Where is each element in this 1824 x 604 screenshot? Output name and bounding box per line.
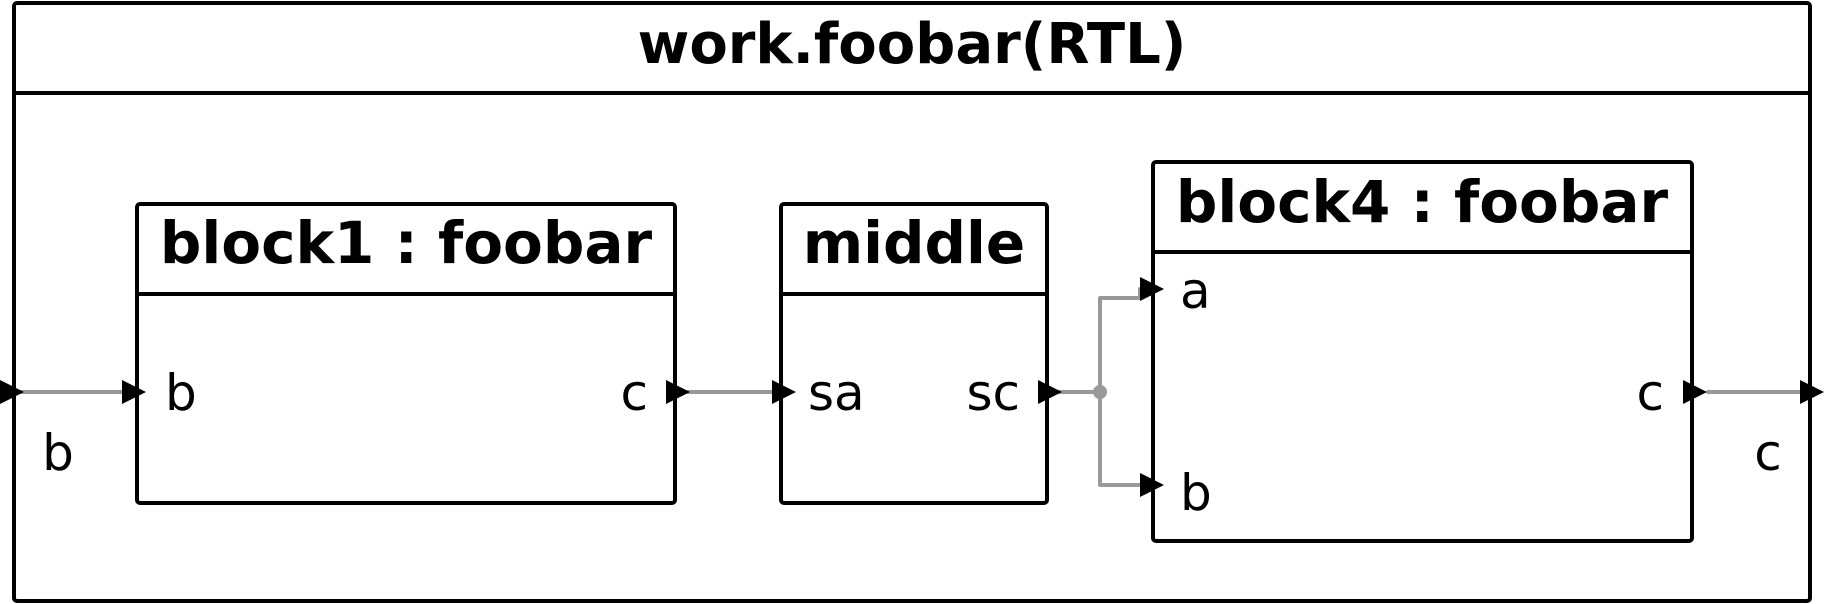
block4-port-a-label: a [1180,262,1211,320]
external-in-b-arrow [0,380,24,404]
external-out-c-arrow [1800,380,1824,404]
block4-out-c-arrow [1683,380,1707,404]
block4-title: block4 : foobar [1176,168,1669,236]
wire-middle-sc-to-block4-b [1098,390,1148,487]
middle-port-sa-label: sa [808,364,865,422]
external-port-c-label: c [1754,424,1782,482]
block-block1: block1 : foobar b c [135,202,677,505]
block4-in-b-arrow [1140,473,1164,497]
external-port-b-label: b [42,424,74,482]
port-arrows [0,277,1824,497]
block-block4: block4 : foobar a b c [1151,160,1694,543]
block4-in-a-arrow [1140,277,1164,301]
block-middle: middle sa sc [779,202,1049,505]
block1-title: block1 : foobar [160,209,653,277]
block4-port-b-label: b [1180,464,1212,522]
middle-title: middle [803,209,1026,277]
entity-title: work.foobar(RTL) [638,12,1187,77]
top-entity-frame: work.foobar(RTL) [12,1,1812,603]
middle-port-sc-label: sc [966,364,1020,422]
wire-middle-sc-to-block4-a [1058,287,1148,394]
block4-port-c-label: c [1637,364,1665,422]
block1-port-c-label: c [621,364,649,422]
middle-in-sa-arrow [772,380,796,404]
middle-out-sc-arrow [1038,380,1062,404]
wires [12,287,1810,487]
block1-out-c-arrow [666,380,690,404]
block1-port-b-label: b [165,364,197,422]
block1-in-b-arrow [122,380,146,404]
wire-junction [1093,385,1107,399]
